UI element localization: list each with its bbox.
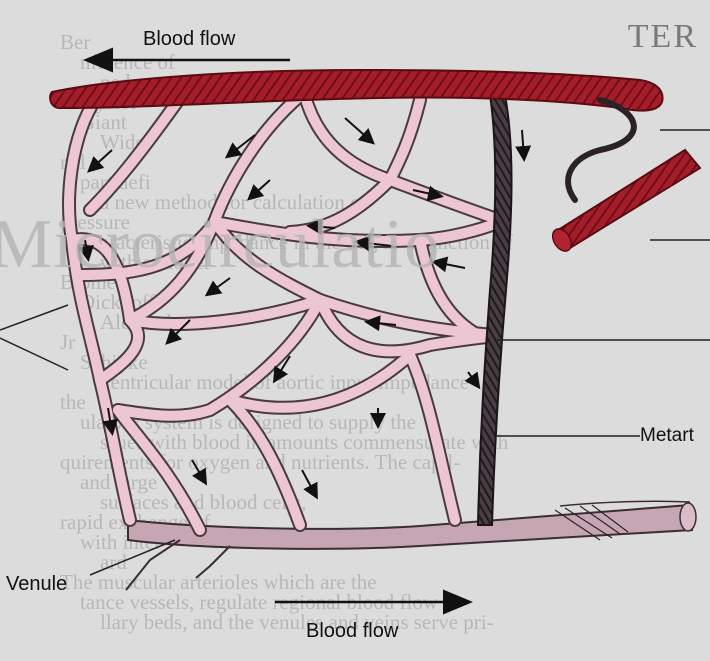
venule-vessel bbox=[125, 500, 697, 591]
flow-arrow bbox=[78, 239, 94, 262]
metarteriole-label: Metart bbox=[640, 425, 694, 446]
flow-arrow bbox=[247, 179, 271, 201]
flow-arrow bbox=[354, 235, 393, 252]
leader-lines bbox=[0, 129, 710, 576]
flow-arrow bbox=[204, 277, 231, 297]
flow-arrow bbox=[191, 459, 208, 486]
flow-arrow bbox=[431, 256, 466, 273]
flow-arrow bbox=[306, 218, 336, 235]
flow-arrows bbox=[78, 117, 532, 500]
flow-arrow bbox=[87, 149, 113, 173]
flow-arrow bbox=[464, 371, 481, 390]
flow-arrow bbox=[364, 315, 397, 332]
capillary-network bbox=[62, 89, 507, 537]
flow-arrow bbox=[344, 117, 375, 145]
metarteriole-vessel bbox=[476, 94, 513, 526]
flow-arrow bbox=[515, 129, 532, 162]
background-chapter-title: Microcirculatio bbox=[0, 206, 441, 283]
flow-arrow bbox=[102, 407, 118, 436]
flow-arrow bbox=[165, 319, 191, 345]
blood-flow-label-bottom: Blood flow bbox=[306, 620, 399, 642]
venule-label: Venule bbox=[6, 573, 68, 595]
flow-arrow bbox=[412, 185, 444, 202]
flow-arrow bbox=[301, 469, 318, 500]
flow-arrow bbox=[272, 355, 291, 384]
arteriole-vessel bbox=[49, 68, 702, 252]
background-corner-text: TER bbox=[627, 18, 698, 55]
blood-flow-label-top: Blood flow bbox=[143, 28, 236, 50]
flow-arrow bbox=[224, 134, 256, 159]
